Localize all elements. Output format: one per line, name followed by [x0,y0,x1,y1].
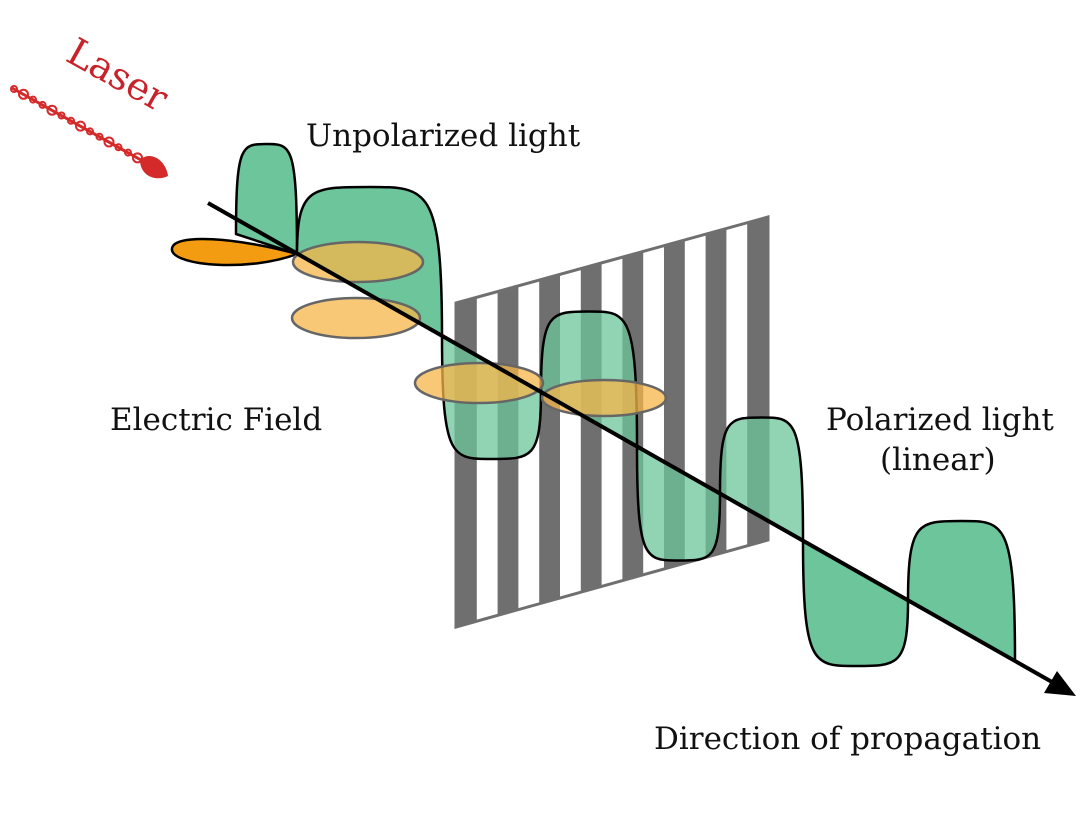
horizontal-field-lobe [170,237,301,267]
propagation-axis [207,201,1076,696]
vertical-field-lobe [801,539,910,668]
laser-ornament [75,120,86,132]
laser-tip [140,155,168,179]
laser-ornament [29,95,37,104]
direction-of-propagation-label: Direction of propagation [654,721,1041,757]
horizontal-field-lobe [290,296,422,340]
unpolarized-light-label: Unpolarized light [306,118,581,154]
horizontal-field-lobe [291,240,425,284]
laser-ornament [124,148,132,157]
laser-ornament [132,152,143,164]
laser-ornament [57,111,66,120]
horizontal-field-lobe [540,378,668,418]
horizontal-field-wave [170,237,668,418]
laser-ornament [95,132,104,141]
vertical-field-lobe [635,445,722,562]
polarized-linear-label: (linear) [880,442,996,478]
laser-label: Laser [60,29,177,120]
laser-ornament [38,100,47,109]
arrowhead-icon [1044,671,1076,696]
vertical-field-lobe [906,519,1017,663]
laser-ornament [46,104,58,116]
laser-icon [10,85,168,179]
polarized-light-label: Polarized light [826,402,1054,438]
laser-ornament [103,136,115,148]
laser-ornament [10,85,18,93]
vertical-field-lobe [718,416,805,543]
laser-ornament [114,143,123,152]
laser-ornament [86,127,94,136]
laser-ornament [67,116,75,125]
electric-field-label: Electric Field [110,402,322,438]
laser-ornament [18,88,29,100]
